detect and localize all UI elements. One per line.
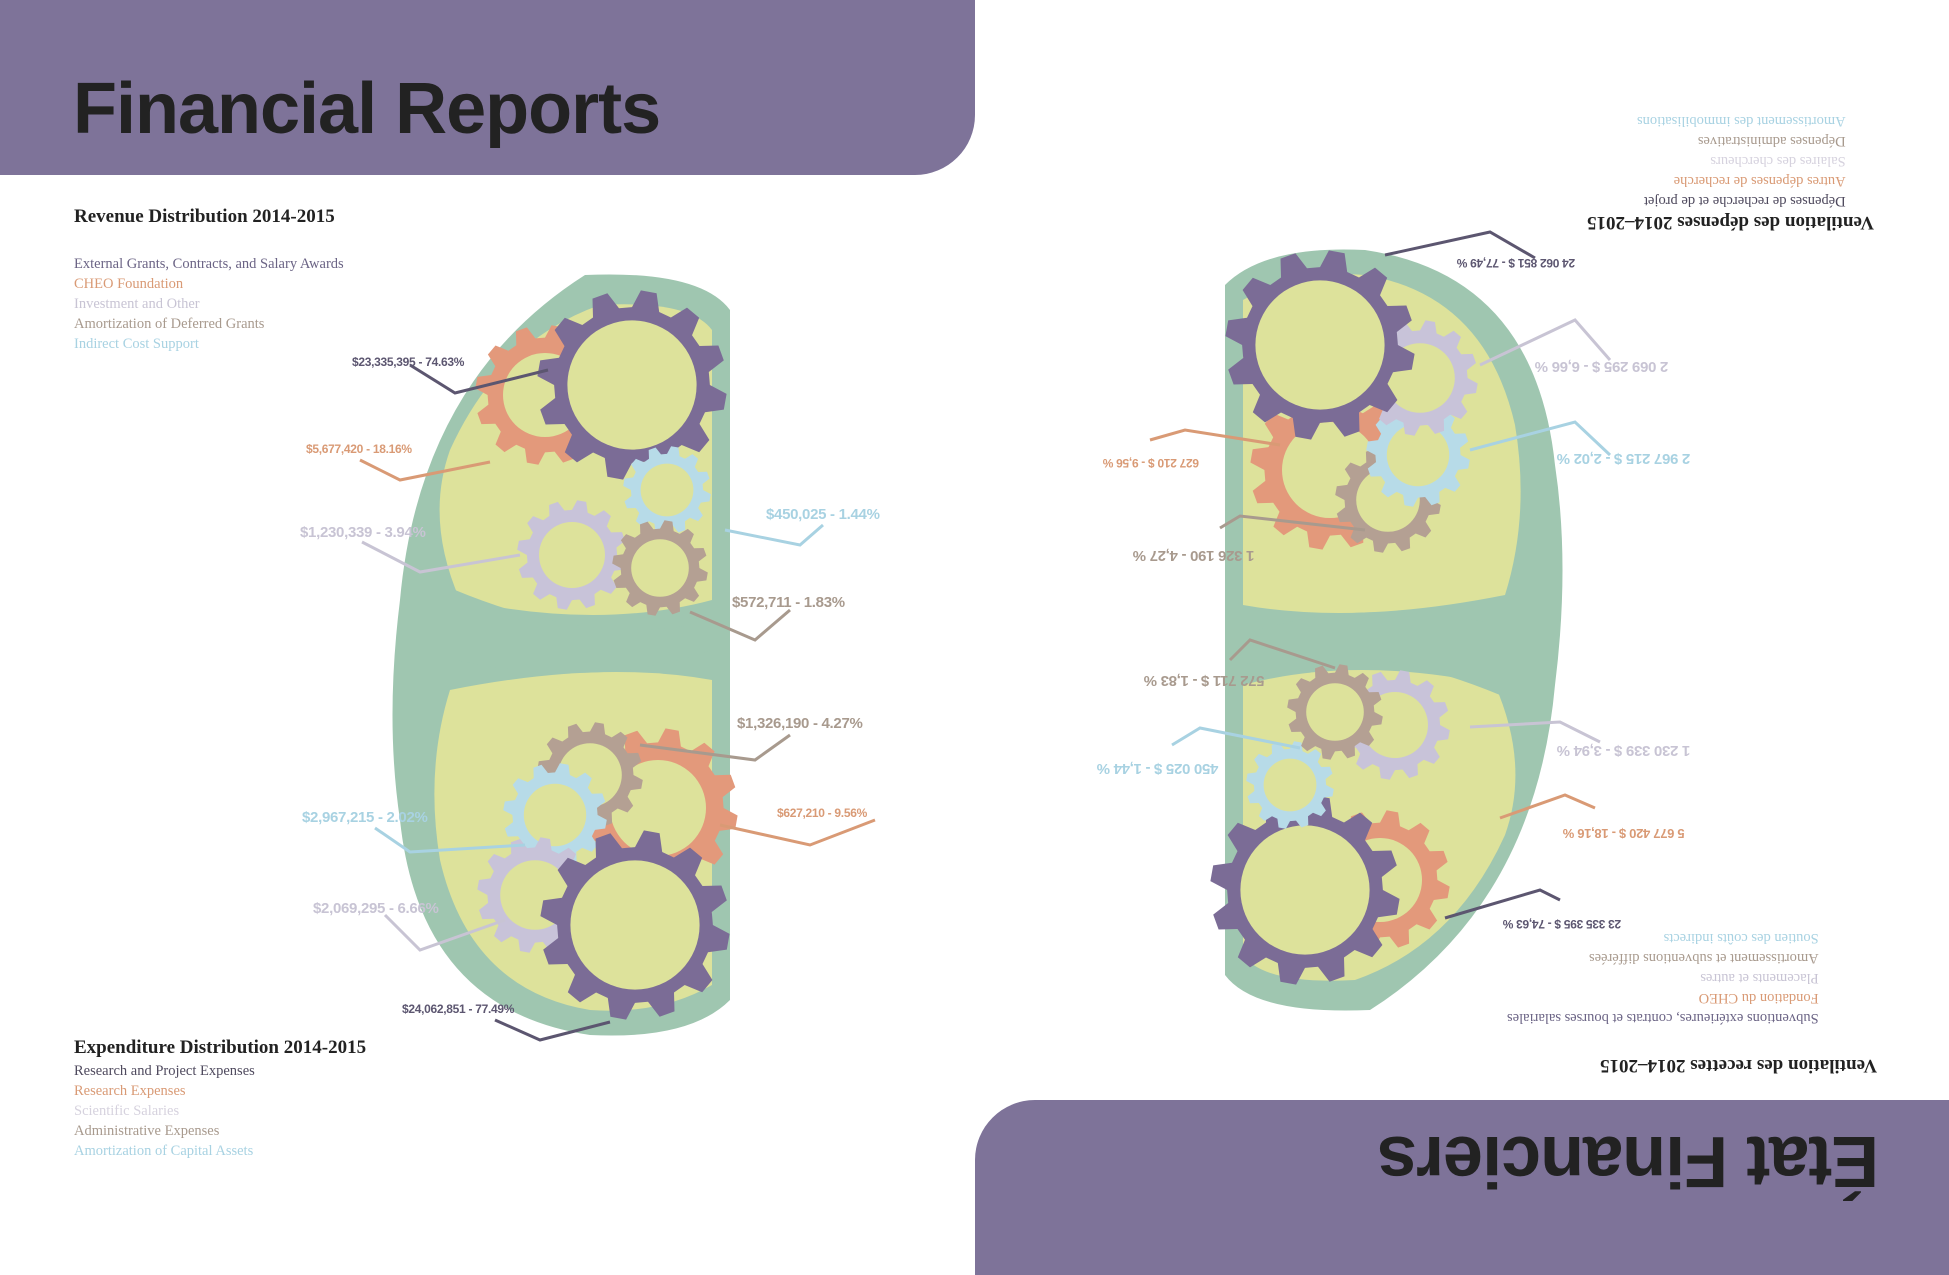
legend-item-research-expenses: Research Expenses [74, 1083, 186, 1099]
leader-line [689, 608, 791, 642]
value-label: 5 677 420 $ - 18,16 % [1563, 826, 1685, 841]
value-label: $1,326,190 - 4.27% [737, 715, 863, 732]
value-label: $572,711 - 1.83% [732, 594, 845, 611]
leader-line [1228, 638, 1336, 670]
value-label: 627 210 $ - 9,56 % [1103, 456, 1200, 470]
value-label: $627,210 - 9.56% [777, 806, 867, 820]
legend-item-amortization-grants: Amortization of Deferred Grants [74, 316, 265, 332]
leader-line [639, 733, 791, 762]
value-label: 1 326 190 - 4,27 % [1133, 547, 1255, 564]
gear-hub [1362, 692, 1428, 758]
leader-line [1384, 230, 1536, 260]
leader-line [1469, 420, 1612, 457]
expenditure-section-title-fr: Ventilation des dépenses 2014–2015 [1587, 212, 1874, 233]
revenue-section-title-fr: Ventilation des recettes 2014–2015 [1600, 1055, 1878, 1076]
gear [537, 290, 727, 480]
legend-item-investment: Placements et autres [1700, 970, 1819, 986]
value-label: 2 069 295 $ - 6,66 % [1535, 358, 1669, 375]
leader-line [374, 826, 526, 854]
gear [623, 446, 711, 534]
gear-hub [1306, 683, 1364, 741]
value-label: 23 335 395 $ - 74,63 % [1503, 917, 1622, 931]
legend-item-external-grants: Subventions extérieures, contrats et bou… [1507, 1010, 1819, 1026]
leader-line [719, 818, 876, 847]
value-label: 2 967 215 $ - 2,02 % [1557, 450, 1691, 467]
value-label: $5,677,420 - 18.16% [306, 442, 412, 456]
gear-hub [539, 522, 605, 588]
leader-line [1219, 514, 1366, 532]
leader-line [1171, 726, 1301, 750]
legend-item-amortization-grants: Amortissement et subventions différées [1589, 950, 1819, 966]
gear-hub [631, 539, 689, 597]
value-label: 450 025 $ - 1,44 % [1097, 760, 1219, 777]
header-banner [0, 0, 975, 175]
value-label: $2,967,215 - 2.02% [302, 809, 428, 826]
legend-item-indirect-cost: Soutien des coûts indirects [1663, 930, 1819, 946]
expenditure-legend: Research and Project Expenses Research E… [74, 1061, 255, 1161]
legend-item-amortization-capital: Amortization of Capital Assets [74, 1143, 254, 1159]
legend-item-indirect-cost: Indirect Cost Support [74, 336, 199, 352]
value-label: 572 711 $ - 1,83 % [1144, 672, 1265, 689]
gear [1210, 795, 1400, 985]
gear-hub [1255, 280, 1385, 410]
brain-fold [1243, 612, 1500, 695]
gear [612, 520, 708, 616]
legend-item-external-grants: External Grants, Contracts, and Salary A… [74, 256, 344, 272]
revenue-section-title: Revenue Distribution 2014-2015 [74, 206, 335, 227]
leader-line [359, 458, 491, 482]
leader-line [1479, 318, 1612, 367]
legend-item-research-project: Research and Project Expenses [74, 1063, 255, 1079]
legend-item-research-expenses: Autres dépenses de recherche [1673, 173, 1846, 189]
gear [1225, 250, 1415, 440]
value-label: 1 230 339 $ - 3,94 % [1557, 742, 1691, 759]
value-label: $24,062,851 - 77.49% [402, 1002, 515, 1016]
legend-item-cheo-foundation: Fondation du CHEO [1698, 990, 1819, 1006]
value-label: $1,230,339 - 3.94% [300, 524, 426, 541]
value-label: $2,069,295 - 6.66% [313, 900, 439, 917]
gear-hub [1386, 423, 1450, 487]
gear [1287, 664, 1383, 760]
gear-hub [1240, 825, 1370, 955]
leader-line [361, 540, 521, 574]
leader-line [494, 1018, 611, 1042]
header-banner-fr [975, 1100, 1949, 1275]
gear-hub [1263, 758, 1317, 812]
gears-right [1210, 250, 1478, 985]
gears-left [475, 290, 738, 1020]
legend-item-research-project: Dépenses de recherche et de projet [1643, 193, 1846, 209]
legend-item-cheo-foundation: CHEO Foundation [74, 276, 184, 292]
leader-line [1149, 428, 1281, 447]
gear [503, 763, 607, 867]
value-label: $450,025 - 1.44% [766, 506, 880, 523]
value-label: 24 062 851 $ - 77,49 % [1457, 256, 1576, 270]
revenue-legend: External Grants, Contracts, and Salary A… [74, 254, 344, 354]
revenue-legend-fr: Subventions extérieures, contrats et bou… [1507, 928, 1819, 1028]
leader-line [409, 363, 549, 395]
legend-item-amortization-capital: Amortissement des immobilisations [1637, 113, 1846, 129]
leader-line [724, 523, 824, 547]
legend-item-administrative: Administrative Expenses [74, 1123, 220, 1139]
legend-item-investment: Investment and Other [74, 296, 200, 312]
value-label: $23,335,395 - 74.63% [352, 355, 465, 369]
gear-hub [640, 463, 694, 517]
gear-hub [523, 783, 587, 847]
legend-item-scientific-salaries: Salaires des chercheurs [1710, 153, 1846, 169]
gear-hub [570, 860, 700, 990]
gear [540, 830, 730, 1020]
brain-fold [455, 590, 712, 673]
page-title: Financial Reports [73, 69, 661, 149]
expenditure-section-title: Expenditure Distribution 2014-2015 [74, 1037, 367, 1058]
leader-line [383, 913, 506, 952]
expenditure-legend-fr: Dépenses de recherche et de projet Autre… [1637, 111, 1846, 211]
leader-line [1444, 888, 1561, 920]
leader-line [1499, 793, 1596, 820]
legend-item-scientific-salaries: Scientific Salaries [74, 1103, 180, 1119]
gear [1246, 741, 1334, 829]
leader-line [1469, 720, 1601, 744]
leader-lines [359, 230, 1612, 1042]
gear [517, 500, 627, 610]
legend-item-administrative: Dépenses administratives [1697, 133, 1846, 149]
gear-hub [567, 320, 697, 450]
